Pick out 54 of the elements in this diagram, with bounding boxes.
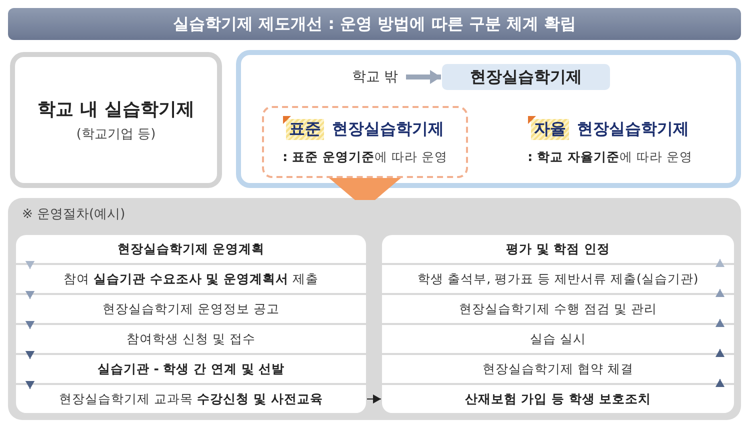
step-row bbox=[382, 265, 734, 293]
step-text: 산재보험 가입 등 학생 보호조치 bbox=[464, 390, 652, 408]
step-text: 현장실습학기제 운영정보 공고 bbox=[102, 300, 280, 318]
category-label: 학교 밖 bbox=[352, 68, 398, 86]
type-title: 현장실습학기제 bbox=[577, 118, 689, 140]
arrow bbox=[25, 291, 35, 300]
arrow bbox=[406, 70, 441, 84]
step-row bbox=[16, 325, 366, 353]
type-tag: 표준 bbox=[286, 118, 324, 140]
arrow bbox=[25, 351, 35, 360]
step-text: 실습 실시 bbox=[530, 330, 586, 348]
arrow bbox=[25, 321, 35, 330]
arrow bbox=[715, 378, 725, 387]
step-text: 참여 실습기관 수요조사 및 운영계획서 제출 bbox=[63, 270, 319, 288]
step-text: 실습기관 - 학생 간 연계 및 선발 bbox=[97, 360, 285, 378]
step-row bbox=[16, 265, 366, 293]
category-title: 현장실습학기제 bbox=[470, 66, 582, 88]
step-row bbox=[382, 385, 734, 413]
step-text: 현장실습학기제 교과목 수강신청 및 사전교육 bbox=[59, 390, 323, 408]
funnel-connector bbox=[329, 178, 401, 200]
procedure-panel bbox=[8, 198, 741, 420]
step-row bbox=[16, 385, 366, 413]
step-text: 현장실습학기제 운영계획 bbox=[117, 240, 265, 258]
step-row bbox=[382, 325, 734, 353]
step-row bbox=[382, 295, 734, 323]
type-title: 현장실습학기제 bbox=[332, 118, 444, 140]
type-description: : 표준 운영기준에 따라 운영 bbox=[282, 148, 448, 166]
step-text: 참여학생 신청 및 접수 bbox=[126, 330, 256, 348]
box-title: 학교 내 실습학기제 bbox=[38, 98, 194, 121]
step-text: 평가 및 학점 인정 bbox=[506, 240, 610, 258]
category-pill bbox=[442, 64, 610, 90]
step-row bbox=[16, 295, 366, 323]
step-text: 학생 출석부, 평가표 등 제반서류 제출(실습기관) bbox=[418, 270, 698, 288]
arrow bbox=[715, 348, 725, 357]
step-row bbox=[16, 235, 366, 263]
step-row bbox=[382, 355, 734, 383]
arrow bbox=[366, 394, 382, 404]
arrow bbox=[715, 258, 725, 267]
step-row bbox=[382, 235, 734, 263]
type-tag: 자율 bbox=[531, 118, 569, 140]
category-box bbox=[236, 50, 741, 188]
step-text: 현장실습학기제 수행 점검 및 관리 bbox=[459, 300, 657, 318]
title-banner: 실습학기제 제도개선 : 운영 방법에 따른 구분 체계 확립 bbox=[8, 8, 741, 40]
step-text: 현장실습학기제 협약 체결 bbox=[482, 360, 634, 378]
type-description: : 학교 자율기준에 따라 운영 bbox=[528, 148, 692, 166]
arrow bbox=[715, 318, 725, 327]
arrow bbox=[715, 288, 725, 297]
panel-heading: ※ 운영절차(예시) bbox=[22, 206, 126, 223]
box-subtitle: (학교기업 등) bbox=[76, 126, 156, 143]
category-box bbox=[10, 52, 222, 188]
type-box bbox=[262, 106, 468, 178]
arrow bbox=[25, 261, 35, 270]
step-row bbox=[16, 355, 366, 383]
arrow bbox=[25, 381, 35, 390]
